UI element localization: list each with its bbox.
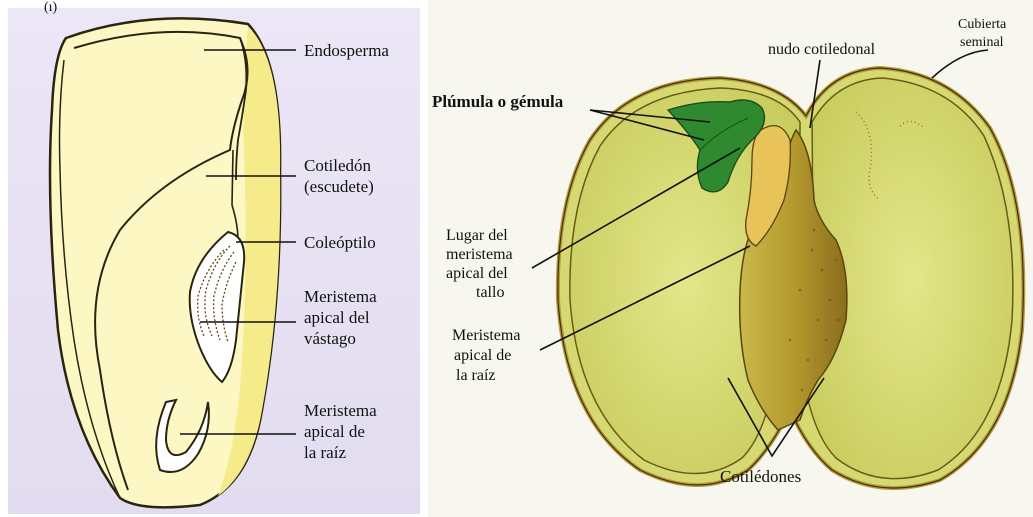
label-lugar-4: tallo bbox=[476, 284, 504, 301]
label-lugar-1: Lugar del bbox=[446, 227, 508, 244]
label-meristema-raiz-1: Meristema bbox=[304, 401, 377, 420]
label-plumula: Plúmula o gémula bbox=[432, 92, 564, 111]
label-meristema-raiz-1: Meristema bbox=[452, 327, 520, 344]
label-endosperma: Endosperma bbox=[304, 41, 389, 60]
label-meristema-raiz-2: apical de bbox=[304, 422, 365, 441]
label-meristema-raiz-3: la raíz bbox=[304, 443, 346, 462]
label-nudo-cotiledonal: nudo cotiledonal bbox=[768, 41, 876, 58]
label-cotiledon: Cotiledón bbox=[304, 156, 372, 175]
right-panel: nudo cotiledonal Cubierta seminal Plúmul… bbox=[428, 0, 1033, 517]
label-meristema-raiz-3: la raíz bbox=[456, 367, 496, 384]
corner-mark: (ı) bbox=[44, 0, 58, 15]
label-lugar-3: apical del bbox=[446, 265, 508, 282]
label-meristema-vastago-1: Meristema bbox=[304, 287, 377, 306]
label-cotiledones: Cotilédones bbox=[720, 467, 801, 486]
label-lugar-2: meristema bbox=[446, 246, 513, 263]
label-seminal: seminal bbox=[960, 35, 1004, 50]
label-coleoptilo: Coleóptilo bbox=[304, 233, 376, 252]
label-escudete: (escudete) bbox=[304, 177, 374, 196]
label-meristema-vastago-2: apical del bbox=[304, 308, 370, 327]
label-meristema-vastago-3: vástago bbox=[304, 329, 356, 348]
left-panel: (ı) Endosperm bbox=[0, 0, 428, 517]
label-meristema-raiz-2: apical de bbox=[454, 347, 511, 364]
label-cubierta: Cubierta bbox=[958, 17, 1007, 32]
